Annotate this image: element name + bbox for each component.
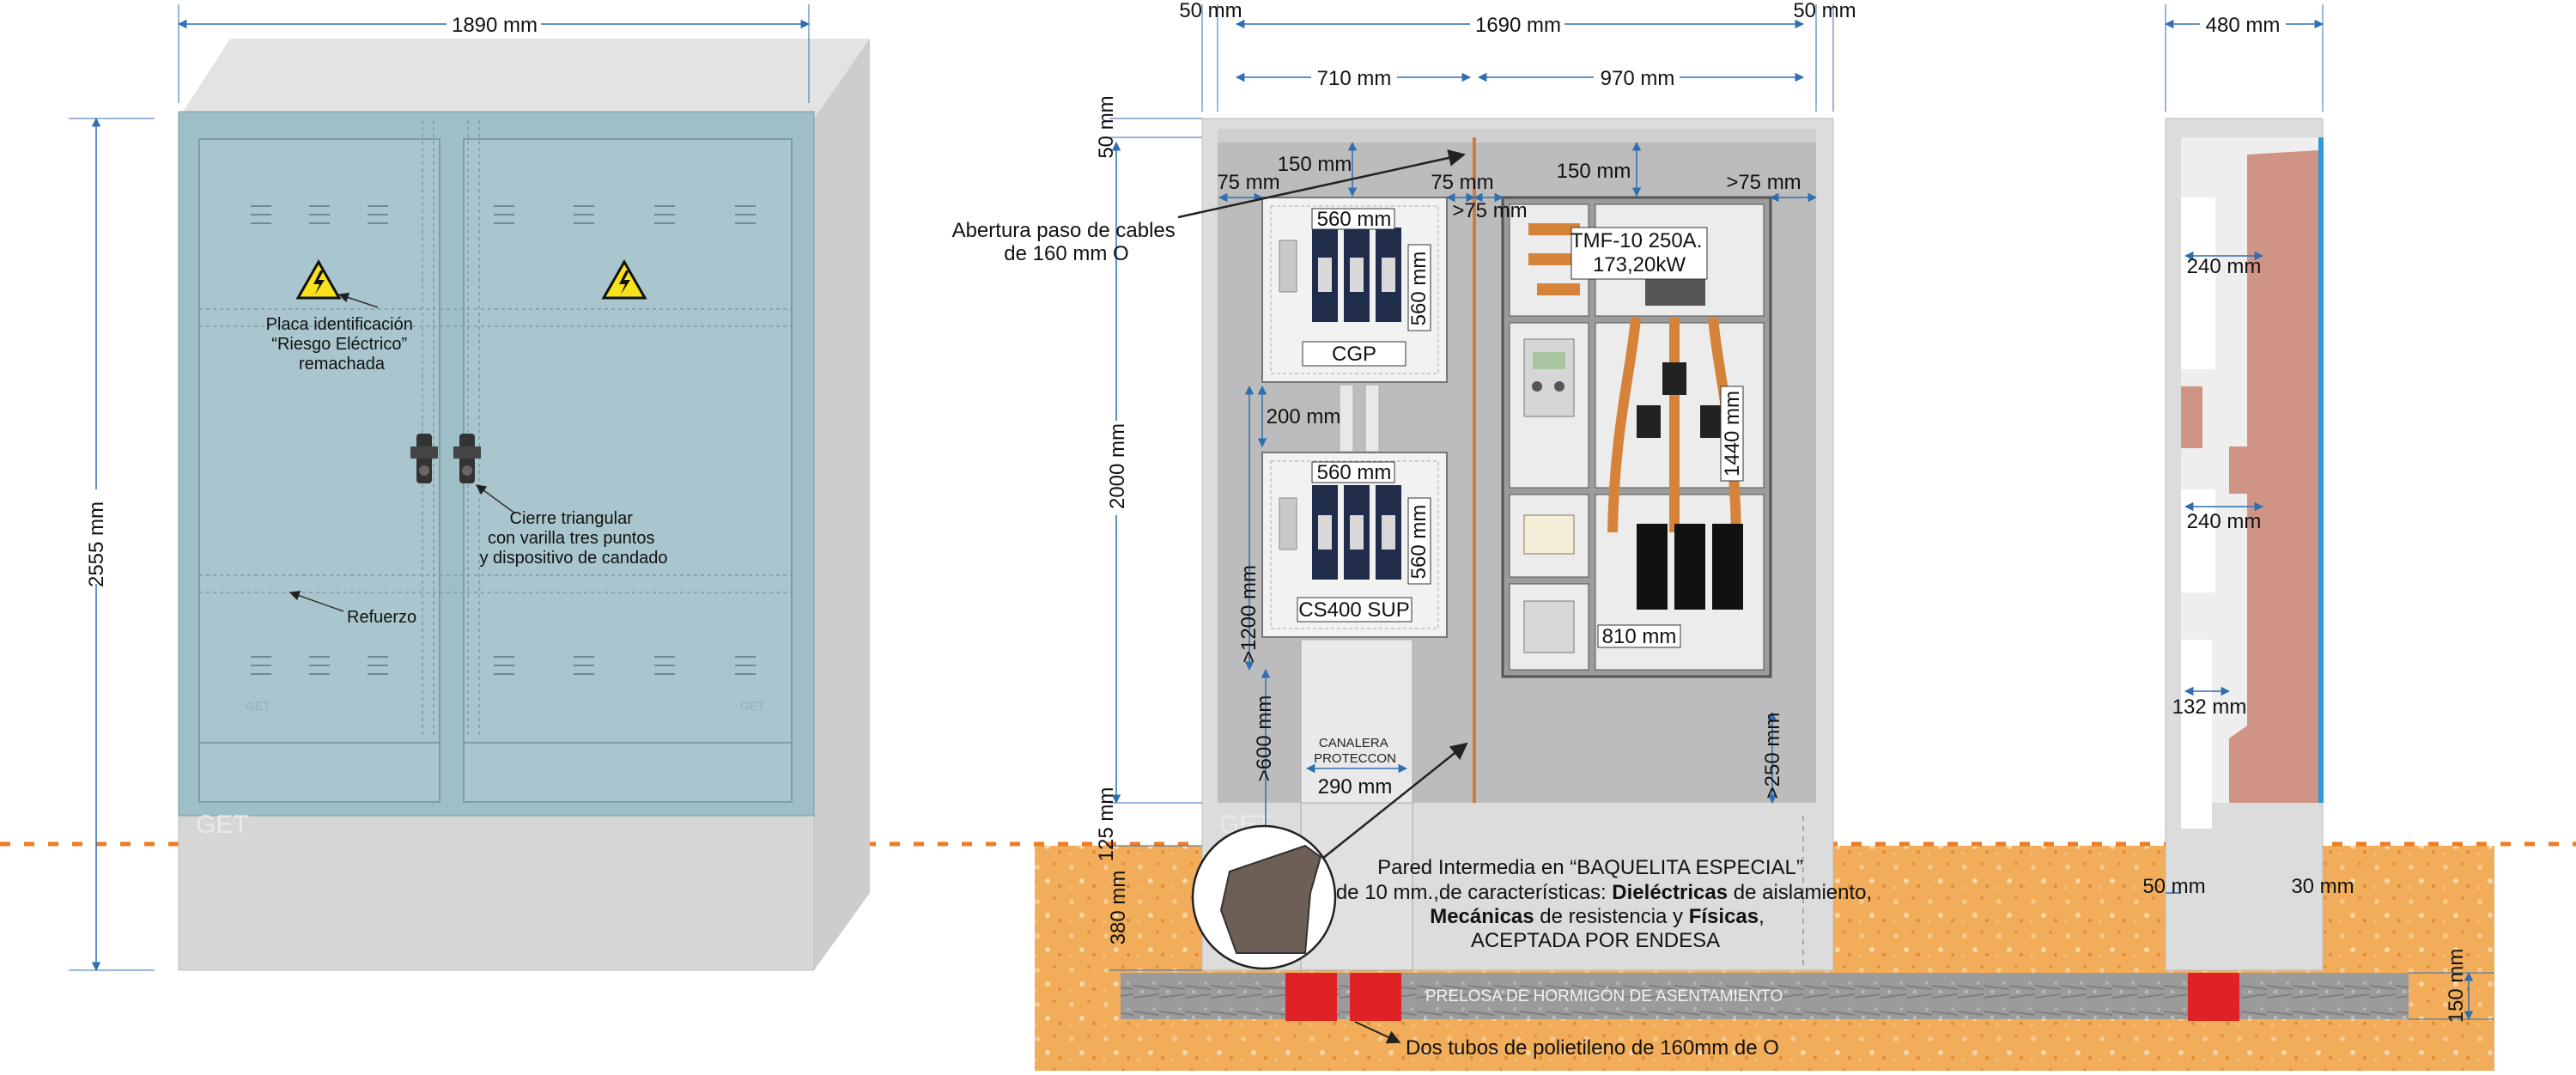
cabinet-side	[814, 39, 870, 970]
dim-right-section: 970 mm	[1601, 67, 1675, 90]
canaleta-label: CANALERA PROTECCON	[1314, 736, 1396, 766]
interior-top-rail	[1218, 129, 1816, 143]
metering-panel[interactable]: TMF-10 250A. 173,20kW 1440 mm 810 mm	[1501, 196, 1772, 678]
warning-sign-right-icon	[601, 258, 647, 300]
tube-3	[2188, 973, 2239, 1021]
cierre-note: Cierre triangular con varilla tres punto…	[479, 509, 667, 568]
refuerzo-note: Refuerzo	[347, 608, 416, 627]
side-dim-150: 150 mm	[2445, 949, 2468, 1023]
left-door[interactable]	[198, 138, 440, 803]
svg-text:de 10 mm.,de características:: de 10 mm.,de características: Dieléctric…	[1336, 881, 1872, 904]
right-door[interactable]	[463, 138, 793, 803]
prelosa-label: PRELOSA DE HORMIGÓN DE ASENTAMIENTO	[1425, 987, 1783, 1005]
tubos-leader	[1354, 1021, 1401, 1044]
dim-290: 290 mm	[1318, 775, 1393, 799]
dim-75-b: 75 mm	[1431, 171, 1493, 194]
placa-note: Placa identificación “Riesgo Eléctrico” …	[266, 315, 418, 374]
svg-text:Pared Intermedia en “BAQUELITA: Pared Intermedia en “BAQUELITA ESPECIAL”	[1377, 856, 1803, 879]
side-view: 480 mm 240 mm 240 mm 132 mm 50 mm 30 mm …	[2142, 4, 2494, 1023]
cgp-width-dim: 560 mm	[1317, 208, 1392, 231]
dim-150-a: 150 mm	[1278, 153, 1352, 176]
dim-75-a: 75 mm	[1217, 171, 1279, 194]
baquelita-detail-icon	[1191, 824, 1337, 970]
vent-slots-top	[251, 205, 756, 224]
dim-left-section: 710 mm	[1317, 67, 1392, 90]
dim-125: 125 mm	[1095, 787, 1118, 862]
dim-top: 50 mm	[1095, 95, 1118, 158]
cs400-label: CS400 SUP	[1298, 598, 1409, 622]
dim-150-b: 150 mm	[1557, 160, 1631, 183]
dim-2000: 2000 mm	[1106, 423, 1129, 509]
side-dim-240-b: 240 mm	[2187, 510, 2262, 533]
dim-gt1200: >1200 mm	[1237, 565, 1261, 663]
front-brand: GET	[196, 811, 249, 839]
cabinet-top	[179, 39, 870, 118]
warning-sign-left-icon	[295, 258, 342, 300]
tubos-note: Dos tubos de polietileno de 160mm de O	[1406, 1036, 1779, 1060]
tube-1	[1285, 973, 1337, 1021]
panel-width-dim: 810 mm	[1602, 625, 1677, 648]
vent-slots-bottom	[251, 656, 756, 675]
svg-text:Mecánicas de resistencia y Fís: Mecánicas de resistencia y Físicas,	[1430, 905, 1765, 928]
cs400-width-dim: 560 mm	[1317, 461, 1392, 484]
panel-height-dim: 1440 mm	[1721, 391, 1744, 477]
side-dim-240-a: 240 mm	[2187, 255, 2262, 278]
opening-note: Abertura paso de cables de 160 mm O	[952, 219, 1182, 265]
side-insulation	[2229, 150, 2318, 803]
cs400-box[interactable]: 560 mm 560 mm CS400 SUP	[1261, 452, 1448, 638]
interior-dimensions: 1690 mm 50 mm 50 mm 710 mm 970 mm 50 mm …	[1095, 0, 1856, 971]
dim-380: 380 mm	[1107, 871, 1130, 945]
side-dim-132: 132 mm	[2172, 695, 2247, 719]
cabinet-base	[178, 815, 815, 971]
dim-200: 200 mm	[1267, 405, 1341, 428]
small-brand-right: GET	[740, 699, 765, 713]
side-dim-50: 50 mm	[2142, 875, 2205, 898]
side-dim-30: 30 mm	[2291, 875, 2354, 898]
cable-channel	[1300, 639, 1413, 804]
dim-gt600: >600 mm	[1253, 695, 1276, 782]
cgp-box[interactable]: 560 mm 560 mm CGP	[1261, 197, 1448, 383]
dim-left-margin: 50 mm	[1179, 0, 1242, 22]
small-brand-left: GET	[246, 699, 270, 713]
pared-note: Pared Intermedia en “BAQUELITA ESPECIAL”…	[1336, 856, 1872, 952]
dim-right-margin: 50 mm	[1793, 0, 1856, 22]
dim-gt75-a: >75 mm	[1452, 199, 1527, 222]
door-handles-icon[interactable]	[410, 434, 481, 483]
dim-total: 1690 mm	[1475, 14, 1561, 37]
tmf-label: TMF-10 250A. 173,20kW	[1571, 229, 1708, 276]
svg-text:ACEPTADA POR ENDESA: ACEPTADA POR ENDESA	[1471, 929, 1720, 952]
front-width-dim: 1890 mm	[452, 14, 538, 37]
cgp-label: CGP	[1332, 343, 1376, 366]
cs400-height-dim: 560 mm	[1407, 505, 1431, 580]
front-height-dim: 2555 mm	[85, 501, 108, 587]
front-view: Placa identificación “Riesgo Eléctrico” …	[69, 4, 870, 972]
tube-2	[1350, 973, 1401, 1021]
dim-gt250: >250 mm	[1761, 713, 1784, 799]
cgp-height-dim: 560 mm	[1407, 252, 1431, 326]
interior-view: GET 560 mm 560 mm CGP	[952, 0, 1872, 971]
side-depth-dim: 480 mm	[2206, 14, 2281, 37]
dim-gt75-b: >75 mm	[1726, 171, 1801, 194]
